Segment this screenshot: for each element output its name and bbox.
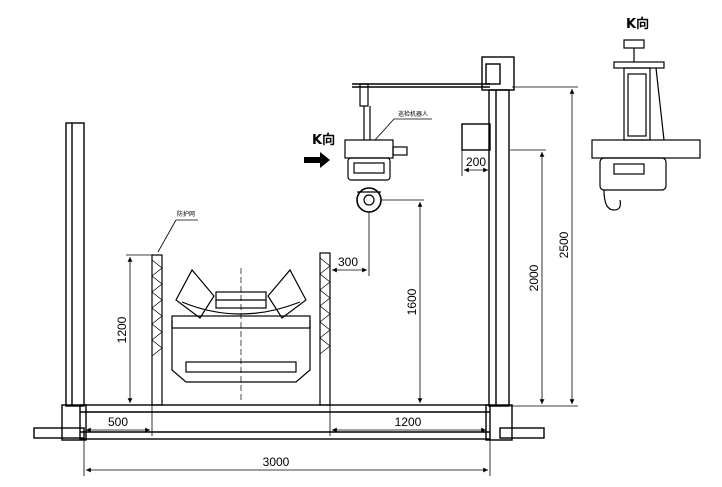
dim-width-total: 3000 bbox=[263, 455, 290, 469]
overhead-rail bbox=[352, 83, 490, 88]
detail-view-k bbox=[591, 39, 701, 211]
dim-right-gap: 1200 bbox=[395, 415, 422, 429]
dim-beam-offset: 200 bbox=[466, 155, 486, 169]
dim-robot-height: 1600 bbox=[405, 288, 419, 315]
inspection-robot bbox=[344, 83, 408, 213]
dim-left-gap: 500 bbox=[108, 415, 128, 429]
conveyor-idlers bbox=[171, 268, 311, 400]
detail-view-k-label: K向 bbox=[626, 16, 649, 32]
dim-robot-offset: 300 bbox=[338, 255, 358, 269]
fence-left bbox=[151, 254, 163, 406]
view-k-label: K向 bbox=[312, 132, 335, 148]
callout-robot-label: 巡检机器人 bbox=[398, 110, 428, 118]
dimension-lines bbox=[83, 86, 578, 476]
fence-right bbox=[319, 252, 331, 406]
left-column bbox=[65, 122, 85, 407]
dim-total-height: 2500 bbox=[557, 231, 571, 258]
callout-fence-label: 防护网 bbox=[177, 210, 195, 218]
view-k-arrow: K向 bbox=[304, 132, 335, 168]
right-column bbox=[461, 56, 515, 407]
dim-fence-height: 1200 bbox=[115, 316, 129, 343]
fence-callout: 防护网 bbox=[157, 210, 198, 253]
robot-callout: 巡检机器人 bbox=[374, 110, 432, 141]
dim-inner-height: 2000 bbox=[527, 264, 541, 291]
